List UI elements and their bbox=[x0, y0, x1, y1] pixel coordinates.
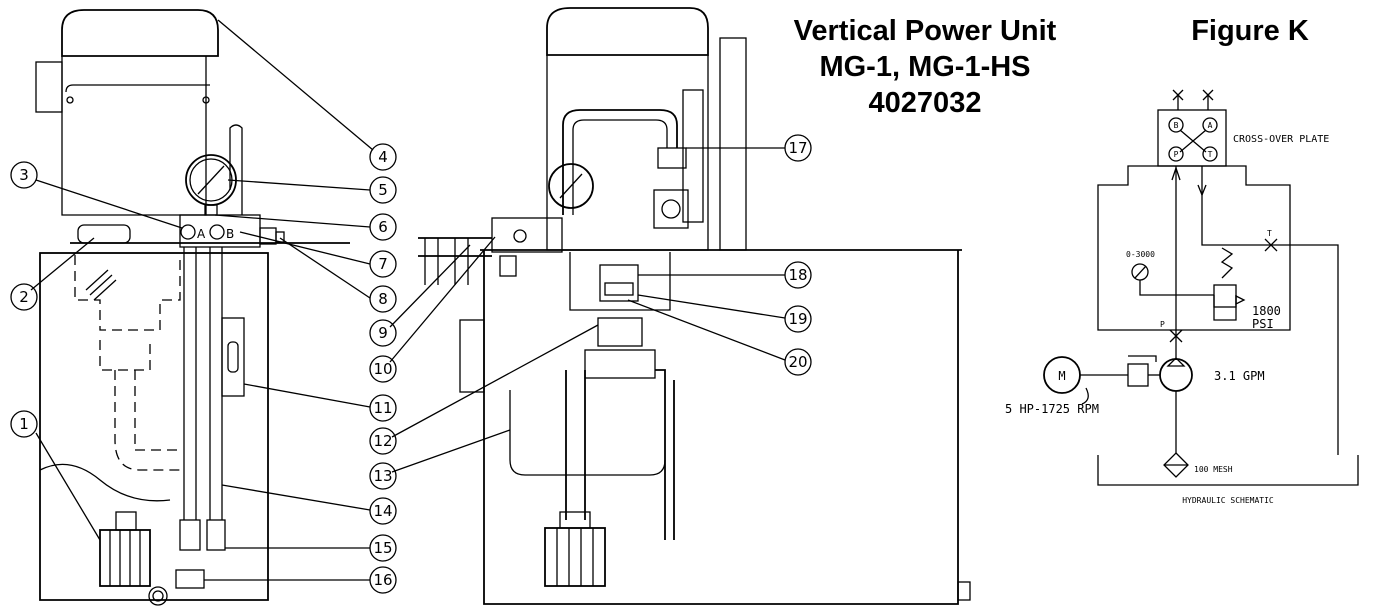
callouts-center: 9 10 12 13 17 18 19 20 bbox=[369, 134, 812, 490]
fluid-level-line bbox=[39, 463, 171, 502]
strainer-label: 100 MESH bbox=[1194, 465, 1233, 474]
callout-15: 15 bbox=[373, 539, 392, 557]
callout-20: 20 bbox=[788, 353, 807, 371]
suction-hose bbox=[183, 247, 197, 520]
callout-14: 14 bbox=[373, 502, 392, 520]
junction-box bbox=[35, 61, 63, 113]
motor-symbol bbox=[1043, 356, 1081, 394]
loop-line bbox=[509, 390, 666, 476]
callout-16: 16 bbox=[373, 571, 392, 589]
motor-body bbox=[61, 56, 207, 216]
callout-6: 6 bbox=[378, 218, 388, 236]
filter-front bbox=[653, 189, 689, 229]
callout-3: 3 bbox=[19, 166, 29, 184]
breather-cap bbox=[77, 224, 131, 244]
gauge-range: 0-3000 bbox=[1126, 250, 1155, 259]
port-b: B bbox=[1174, 121, 1179, 130]
suction-strainer bbox=[99, 529, 151, 587]
coupling bbox=[599, 264, 639, 302]
motor-bracket bbox=[719, 37, 747, 251]
relief-valve bbox=[1213, 284, 1237, 308]
callout-12: 12 bbox=[373, 432, 392, 450]
callout-13: 13 bbox=[373, 467, 392, 485]
title-line-1: Vertical Power Unit bbox=[794, 15, 1057, 47]
callout-2: 2 bbox=[19, 288, 29, 306]
port-t: T bbox=[1208, 150, 1213, 159]
port-a-fitting bbox=[180, 224, 196, 240]
side-sight-gauge bbox=[459, 319, 485, 393]
callout-18: 18 bbox=[788, 266, 807, 284]
pump-symbol bbox=[1159, 358, 1193, 392]
manifold-outline bbox=[1097, 165, 1291, 331]
schematic-caption: HYDRAULIC SCHEMATIC bbox=[1182, 496, 1274, 505]
callout-19: 19 bbox=[788, 310, 807, 328]
manifold-front bbox=[491, 217, 563, 253]
callout-11: 11 bbox=[373, 399, 392, 417]
level-gauge-front bbox=[682, 89, 704, 223]
line-label-p: P bbox=[1160, 320, 1165, 329]
hydraulic-schematic: B A P T CROSS-OVER PLATE T 0-3000 1800 P… bbox=[1005, 89, 1359, 505]
motor-letter: M bbox=[1058, 369, 1065, 383]
callout-10: 10 bbox=[373, 360, 392, 378]
figure-label: Figure K bbox=[1191, 15, 1309, 47]
motor-cap-front bbox=[546, 7, 709, 56]
motor-body-front bbox=[546, 55, 709, 251]
side-view: A B bbox=[35, 9, 350, 606]
relief-setting: 1800 bbox=[1252, 304, 1281, 318]
gauge-riser bbox=[229, 124, 243, 215]
motor-mount-line bbox=[65, 84, 210, 93]
strainer-symbol bbox=[1163, 452, 1189, 478]
title-block: Vertical Power Unit MG-1, MG-1-HS 402703… bbox=[794, 15, 1309, 119]
sight-gauge bbox=[221, 317, 245, 397]
port-b-label: B bbox=[226, 227, 234, 241]
flow-rate: 3.1 GPM bbox=[1214, 369, 1265, 383]
port-p: P bbox=[1174, 150, 1179, 159]
callout-17: 17 bbox=[788, 139, 807, 157]
return-pipe-front bbox=[655, 369, 675, 540]
title-line-3: 4027032 bbox=[869, 87, 982, 119]
pressure-gauge-front bbox=[548, 163, 594, 209]
callout-4: 4 bbox=[378, 148, 388, 166]
suction-pipe-front bbox=[565, 370, 586, 520]
port-b-fitting bbox=[209, 224, 225, 240]
callout-9: 9 bbox=[378, 324, 388, 342]
tank-symbol bbox=[1097, 455, 1359, 486]
drain-plug bbox=[148, 586, 168, 606]
front-view bbox=[418, 7, 971, 605]
relief-unit: PSI bbox=[1252, 317, 1274, 331]
callout-5: 5 bbox=[378, 181, 388, 199]
motor-rating: 5 HP-1725 RPM bbox=[1005, 402, 1099, 416]
port-a: A bbox=[1208, 121, 1213, 130]
pump-hidden-lines bbox=[74, 255, 181, 331]
strainer-front bbox=[544, 527, 606, 587]
crossover-plate-label: CROSS-OVER PLATE bbox=[1233, 134, 1329, 145]
callout-1: 1 bbox=[19, 415, 29, 433]
callouts-left: 1 2 3 4 5 6 7 8 11 14 15 16 bbox=[10, 19, 397, 594]
pump-mount bbox=[569, 252, 671, 311]
callout-8: 8 bbox=[378, 290, 388, 308]
callout-7: 7 bbox=[378, 255, 388, 273]
pump-body bbox=[597, 317, 643, 347]
coupling-symbol bbox=[1127, 363, 1149, 387]
return-hose bbox=[209, 247, 223, 520]
motor-cap bbox=[61, 9, 219, 57]
title-line-2: MG-1, MG-1-HS bbox=[819, 51, 1030, 83]
port-a-label: A bbox=[197, 227, 206, 241]
pressure-line-loop bbox=[562, 109, 678, 215]
reservoir-front bbox=[483, 250, 959, 605]
line-label-t: T bbox=[1267, 229, 1272, 238]
tank-line bbox=[1201, 166, 1339, 455]
